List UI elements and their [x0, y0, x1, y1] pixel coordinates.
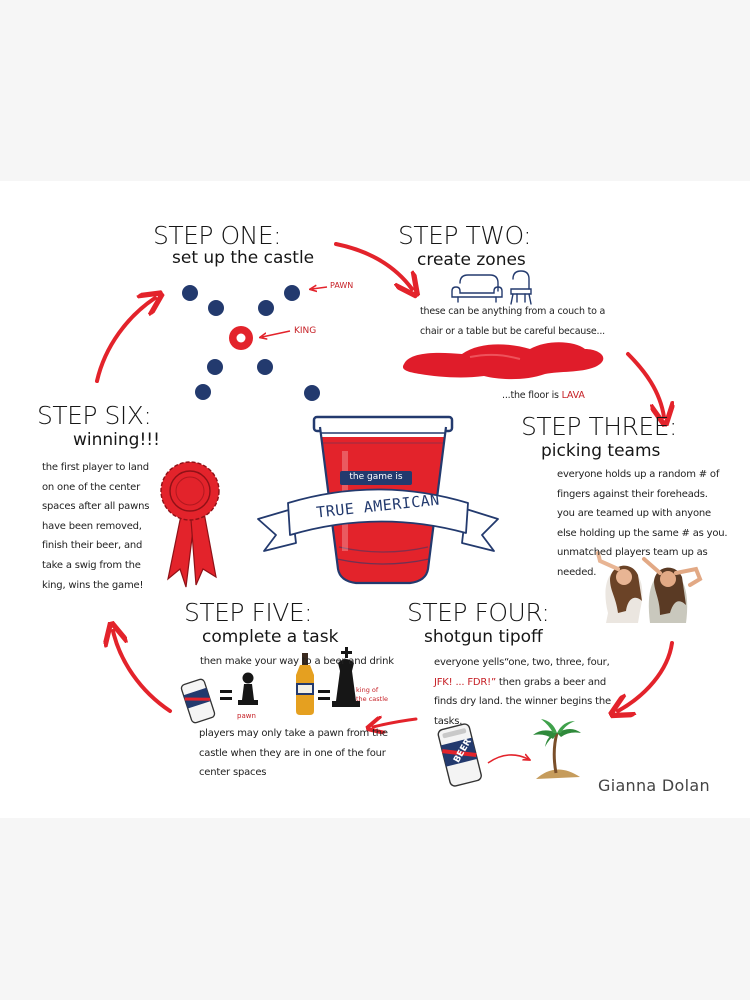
step-four-subtitle: shotgun tipoff — [424, 627, 543, 647]
pawn-dot — [258, 300, 274, 316]
text-line: everyone holds up a random # of — [557, 469, 720, 480]
artwork-layer — [95, 242, 703, 787]
text-line: on one of the center — [42, 481, 141, 493]
step-three-description: everyone holds up a random # of fingers … — [557, 465, 728, 583]
text-span: then grabs a beer and — [495, 676, 607, 688]
island-illustration — [533, 719, 581, 779]
text-line: everyone yells“one, two, three, four, — [434, 657, 610, 668]
arrow-three-to-four — [618, 641, 674, 711]
lava-prefix: ...the floor is — [502, 390, 562, 401]
text-line: king, wins the game! — [42, 579, 144, 591]
castle-pawns — [182, 285, 320, 401]
beer-can-illustration — [437, 723, 482, 787]
king-pointer-arrow — [262, 330, 291, 337]
can-equals-pawn — [180, 672, 258, 724]
step-two-subtitle: create zones — [417, 250, 526, 270]
pawn-dot — [208, 300, 224, 316]
arrow-six-to-one — [95, 298, 155, 383]
chair-icon — [510, 270, 532, 305]
step-four-title: STEP FOUR: — [407, 598, 550, 627]
step-two-description: these can be anything from a couch to a … — [420, 302, 605, 341]
text-line: finds dry land. the winner begins the — [434, 696, 611, 708]
step-five-intro: then make your way to a beer and drink — [200, 656, 394, 667]
text-line: fingers against their foreheads. — [557, 488, 708, 500]
text-line: players may only take a pawn from the — [199, 728, 388, 739]
arrow-four-to-five — [373, 719, 418, 727]
banner-ribbon — [257, 471, 499, 552]
king-label: KING — [294, 326, 317, 336]
text-line: finish their beer, and — [42, 540, 143, 552]
poster: STEP ONE: set up the castle PAWN KING ST… — [0, 181, 750, 818]
text-line: take a swig from the — [42, 559, 141, 571]
text-line: spaces after all pawns — [42, 501, 150, 513]
pawn-dot — [304, 385, 320, 401]
lava-puddle — [402, 342, 604, 380]
pawn-dot — [284, 285, 300, 301]
pawn-dot — [257, 359, 273, 375]
lava-note: ...the floor is LAVA — [502, 386, 585, 406]
text-line: JFK! ... FDR!” then grabs a beer and — [434, 673, 611, 693]
step-two-title: STEP TWO: — [398, 221, 532, 250]
step-four-description: everyone yells“one, two, three, four, JF… — [434, 653, 611, 731]
text-line: center spaces — [199, 767, 267, 779]
couch-icon — [451, 274, 503, 303]
text-line: these can be anything from a couch to a — [420, 306, 606, 317]
step-five-title: STEP FIVE: — [184, 598, 313, 627]
text-line: unmatched players team up as — [557, 547, 708, 559]
pawn-pointer-arrow — [312, 287, 328, 289]
lava-word: LAVA — [561, 390, 585, 401]
winner-rosette — [160, 461, 220, 588]
arrow-two-to-three — [626, 352, 664, 417]
step-six-subtitle: winning!!! — [73, 430, 160, 450]
pawn-dot — [182, 285, 198, 301]
step-six-title: STEP SIX: — [37, 401, 152, 430]
castle-king — [229, 326, 253, 350]
bottle-equals-king — [296, 647, 360, 715]
pawn-dot — [207, 359, 223, 375]
text-line: tasks. — [434, 715, 463, 727]
text-line: the first player to land — [42, 462, 149, 473]
banner-top-text: the game is — [349, 472, 403, 482]
text-line: have been removed, — [42, 520, 142, 532]
king-caption: king of the castle — [356, 686, 388, 704]
red-callout: JFK! ... FDR!” — [434, 676, 496, 688]
text-line: chair or a table but be careful because.… — [420, 325, 605, 337]
artist-credit: Gianna Dolan — [598, 776, 710, 795]
step-five-description: players may only take a pawn from the ca… — [199, 724, 388, 783]
step-three-title: STEP THREE: — [521, 412, 677, 441]
players-illustration — [596, 551, 703, 623]
step-one-subtitle: set up the castle — [172, 248, 315, 268]
pawn-dot — [195, 384, 211, 400]
step-one-title: STEP ONE: — [153, 221, 282, 250]
arrow-one-to-two — [334, 242, 412, 289]
text-line: you are teamed up with anyone — [557, 508, 711, 520]
pawn-label: PAWN — [330, 281, 354, 290]
text-line: needed. — [557, 566, 597, 578]
step-six-description: the first player to land on one of the c… — [42, 458, 149, 595]
text-line: castle when they are in one of the four — [199, 747, 386, 759]
king-caption-line: the castle — [356, 695, 389, 703]
can-to-island-arrow — [487, 755, 528, 764]
king-caption-line: king of — [356, 686, 379, 694]
step-five-subtitle: complete a task — [202, 627, 339, 647]
step-three-subtitle: picking teams — [541, 441, 661, 461]
text-line: else holding up the same # as you. — [557, 527, 728, 539]
pawn-caption: pawn — [237, 712, 256, 720]
arrow-five-to-six — [113, 631, 172, 713]
